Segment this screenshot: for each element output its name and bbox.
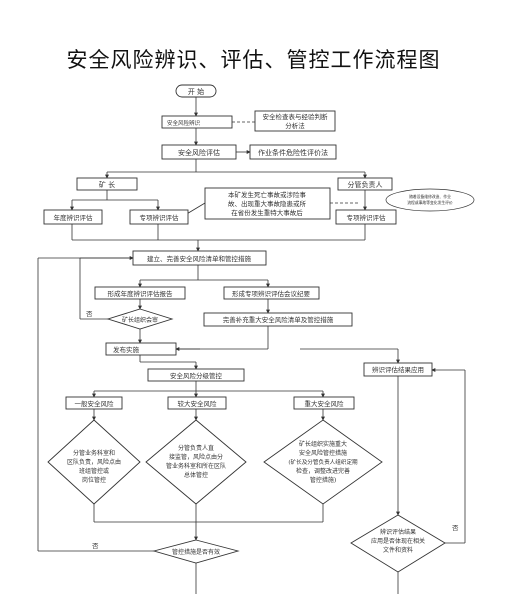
svg-text:形成年度辨识评估报告: 形成年度辨识评估报告 [108,289,174,298]
node-special-assess-mine: 专项辨识评估 [129,209,189,225]
node-mine-review-decision: 矿长组织会审 [106,308,174,330]
svg-text:形成专项辨识评估会议纪要: 形成专项辨识评估会议纪要 [232,289,311,298]
node-large-control: 分管负责人直 接监管，风险点由分 管业务科室和所在区队 总体管控 [145,419,247,505]
node-division-head: 分管负责人 [337,177,393,191]
svg-text:分析法: 分析法 [285,121,305,130]
svg-text:建立、完善安全风险清单和管控措施: 建立、完善安全风险清单和管控措施 [147,254,252,263]
connectors [37,97,466,594]
svg-text:矿长组织实施重大: 矿长组织实施重大 [299,440,347,448]
svg-text:一般安全风险: 一般安全风险 [75,399,115,408]
node-apply-decision: 辨识评估结果 应用是否体现在相关 文件和资料 [350,514,446,573]
node-special-minutes: 形成专项辨识评估会议纪要 [223,286,320,300]
svg-text:专项辨识评估: 专项辨识评估 [347,213,387,222]
node-result-apply: 辨识评估结果应用 [363,362,433,377]
node-general-control: 分管业务科室和 区队负责，风险点由 班组管控或 岗位管控 [47,419,141,505]
node-change-trigger-note: 随着设备维修改造、作业 流程或事故等变化发生评价 [385,188,475,212]
svg-text:班组管控或: 班组管控或 [79,467,109,475]
page-title: 安全风险辨识、评估、管控工作流程图 [66,48,441,72]
node-start: 开 始 [175,84,217,98]
node-major-trigger-note: 本矿发生死亡事故或涉险事 故、出现重大事故隐患或所 在省份发生重特大事故后 [204,187,331,220]
svg-text:安全风险分级管控: 安全风险分级管控 [170,371,223,380]
svg-text:本矿发生死亡事故或涉险事: 本矿发生死亡事故或涉险事 [228,190,307,199]
svg-text:随着设备维修改造、作业: 随着设备维修改造、作业 [409,194,451,199]
svg-text:总体管控: 总体管控 [184,471,208,479]
svg-text:分管负责人: 分管负责人 [348,180,383,189]
svg-text:区队负责，风险点由: 区队负责，风险点由 [67,458,121,466]
svg-text:安全风险评估: 安全风险评估 [178,148,220,157]
label-no-apply: 否 [452,524,459,532]
node-major-control: 矿长组织实施重大 安全风险管控措施 (矿长及分管负责人组织定期 检查，调整改进完… [263,419,383,505]
svg-text:管控措施): 管控措施) [310,476,336,484]
svg-text:岗位管控: 岗位管控 [82,476,106,484]
node-grading-control: 安全风险分级管控 [147,368,245,382]
svg-text:发布实施: 发布实施 [113,345,140,354]
svg-text:管业务科室和所在区队: 管业务科室和所在区队 [166,462,226,470]
svg-text:安全风险管控措施: 安全风险管控措施 [299,449,347,457]
svg-text:矿 长: 矿 长 [99,180,115,189]
node-special-assess-division: 专项辨识评估 [335,209,397,225]
node-level-major: 重大安全风险 [293,396,355,410]
svg-text:分管业务科室和: 分管业务科室和 [73,449,115,457]
svg-text:安全检查表与经验判断: 安全检查表与经验判断 [263,112,329,121]
svg-text:文件和资料: 文件和资料 [383,546,413,554]
label-no-control: 否 [92,542,99,550]
svg-text:流程或事故等变化发生评价: 流程或事故等变化发生评价 [407,200,453,205]
node-annual-report: 形成年度辨识评估报告 [94,286,186,300]
svg-text:开 始: 开 始 [188,87,204,96]
label-no-review: 否 [86,310,93,318]
svg-text:故、出现重大事故隐患或所: 故、出现重大事故隐患或所 [228,199,307,208]
svg-text:接监管，风险点由分: 接监管，风险点由分 [169,453,223,461]
node-risk-assess: 安全风险评估 [161,144,237,160]
svg-text:分管负责人直: 分管负责人直 [178,444,214,452]
svg-text:检查，调整改进完善: 检查，调整改进完善 [296,467,350,475]
svg-text:矿长组织会审: 矿长组织会审 [122,316,158,324]
svg-text:重大安全风险: 重大安全风险 [305,399,345,408]
node-annual-assess: 年度辨识评估 [43,209,103,225]
svg-text:(矿长及分管负责人组织定期: (矿长及分管负责人组织定期 [288,458,358,466]
svg-text:完善补充重大安全风险清单及管控措施: 完善补充重大安全风险清单及管控措施 [223,315,334,324]
svg-text:应用是否体现在相关: 应用是否体现在相关 [371,537,425,545]
node-supplement-measures: 完善补充重大安全风险清单及管控措施 [203,312,353,327]
node-level-general: 一般安全风险 [65,396,123,410]
svg-text:较大安全风险: 较大安全风险 [178,399,218,408]
node-level-large: 较大安全风险 [167,396,227,410]
node-mine-head: 矿 长 [76,177,138,191]
svg-text:年度辨识评估: 年度辨识评估 [54,213,94,222]
svg-text:辨识评估结果: 辨识评估结果 [380,528,416,536]
node-control-effective-decision: 管控措施是否有效 [152,539,240,564]
svg-text:作业条件危险性评价法: 作业条件危险性评价法 [258,148,328,157]
svg-text:专项辨识评估: 专项辨识评估 [140,213,180,222]
node-publish: 发布实施 [105,342,177,356]
node-risk-identify: 安全风险辨识 [161,115,233,129]
node-hazard-method: 作业条件危险性评价法 [249,144,337,160]
svg-text:安全风险辨识: 安全风险辨识 [167,119,201,127]
svg-text:管控措施是否有效: 管控措施是否有效 [172,548,220,556]
node-identify-methods: 安全检查表与经验判断 分析法 [254,110,336,132]
svg-text:辨识评估结果应用: 辨识评估结果应用 [372,365,424,374]
node-establish-list: 建立、完善安全风险清单和管控措施 [132,250,267,266]
svg-text:在省份发生重特大事故后: 在省份发生重特大事故后 [231,208,303,217]
